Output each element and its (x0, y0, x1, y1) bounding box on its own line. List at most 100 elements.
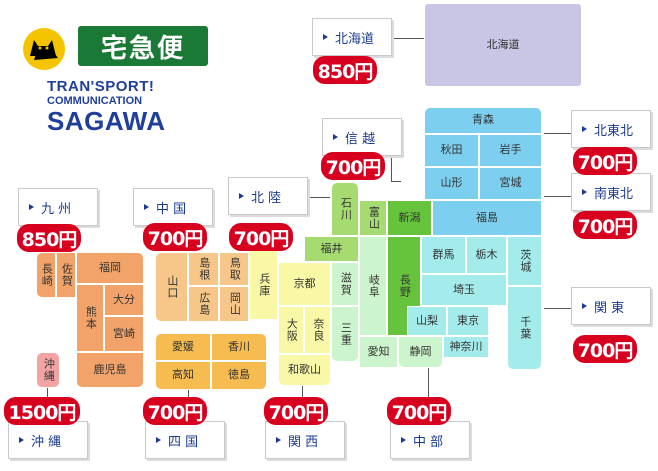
pref-nara[interactable]: 奈良 (304, 306, 331, 354)
region-label: 関 西 (288, 434, 319, 450)
region-label: 信 越 (345, 131, 376, 147)
arrow-right-icon (19, 437, 24, 443)
pref-kanagawa[interactable]: 神奈川 (443, 336, 489, 358)
region-okinawa[interactable]: 沖 縄 (8, 421, 88, 459)
pref-hokkaido[interactable]: 北海道 (424, 3, 582, 87)
arrow-right-icon (144, 204, 149, 210)
connector-line (544, 196, 572, 197)
connector-line (188, 390, 189, 400)
region-shinetsu[interactable]: 信 越 (322, 118, 402, 156)
pref-oita[interactable]: 大分 (104, 284, 144, 316)
pref-aichi[interactable]: 愛知 (359, 336, 398, 368)
region-chubu[interactable]: 中 部 (390, 421, 470, 459)
region-label: 北東北 (594, 123, 634, 139)
takkyubin-logo: 宅急便 (78, 26, 208, 66)
region-label: 中 部 (413, 434, 444, 450)
pref-aomori[interactable]: 青森 (424, 107, 542, 134)
pref-tochigi[interactable]: 栃木 (466, 236, 507, 274)
pref-niigata[interactable]: 新潟 (387, 200, 432, 236)
pref-hiroshima[interactable]: 広島 (188, 286, 219, 322)
price-hokuriku: 700円 (229, 223, 293, 251)
pref-osaka[interactable]: 大阪 (278, 306, 304, 354)
connector-line (391, 145, 392, 181)
price-kitatohoku: 700円 (573, 147, 637, 175)
pref-gifu[interactable]: 岐阜 (359, 236, 387, 336)
pref-wakayama[interactable]: 和歌山 (278, 354, 331, 386)
pref-shimane[interactable]: 島根 (188, 252, 219, 286)
pref-kochi[interactable]: 高知 (155, 361, 211, 390)
pref-fukui[interactable]: 福井 (304, 236, 359, 262)
price-chugoku: 700円 (143, 223, 207, 251)
region-label: 沖 縄 (31, 434, 62, 450)
pref-tokyo[interactable]: 東京 (447, 306, 489, 336)
pref-kagawa[interactable]: 香川 (211, 333, 267, 361)
region-shikoku[interactable]: 四 国 (145, 421, 225, 459)
region-label: 北 陸 (251, 190, 282, 206)
pref-saga[interactable]: 佐賀 (56, 252, 76, 298)
arrow-right-icon (276, 437, 281, 443)
pref-toyama[interactable]: 富山 (359, 200, 387, 236)
pref-miyazaki[interactable]: 宮崎 (104, 316, 144, 352)
logo-line2: COMMUNICATION (47, 95, 143, 107)
region-kitatohoku[interactable]: 北東北 (571, 110, 651, 148)
region-kyushu[interactable]: 九 州 (18, 188, 98, 226)
price-minamitohoku: 700円 (573, 211, 637, 239)
price-kansai: 700円 (264, 397, 328, 425)
arrow-right-icon (156, 437, 161, 443)
connector-line (391, 181, 401, 182)
region-label: 九 州 (41, 201, 72, 217)
arrow-right-icon (401, 437, 406, 443)
pref-tokushima[interactable]: 徳島 (211, 361, 267, 390)
pref-kyoto[interactable]: 京都 (278, 262, 331, 306)
region-label: 南東北 (594, 186, 634, 202)
pref-shiga[interactable]: 滋賀 (331, 262, 359, 306)
price-shinetsu: 700円 (321, 152, 385, 180)
pref-tottori[interactable]: 鳥取 (219, 252, 249, 286)
region-hokuriku[interactable]: 北 陸 (228, 177, 308, 215)
pref-ibaraki[interactable]: 茨城 (507, 236, 542, 286)
pref-shizuoka[interactable]: 静岡 (398, 336, 443, 368)
price-chubu: 700円 (387, 397, 451, 425)
logo-line3: SAGAWA (47, 106, 166, 136)
pref-yamagata[interactable]: 山形 (424, 167, 479, 200)
connector-line (47, 388, 48, 398)
logo-line1: TRAN'SPORT! (47, 78, 155, 95)
pref-yamanashi[interactable]: 山梨 (407, 306, 447, 336)
price-hokkaido: 850円 (313, 56, 377, 84)
pref-kagoshima[interactable]: 鹿児島 (76, 352, 144, 388)
pref-nagasaki[interactable]: 長崎 (36, 252, 56, 298)
pref-okayama[interactable]: 岡山 (219, 286, 249, 322)
pref-kumamoto[interactable]: 熊本 (76, 284, 104, 352)
arrow-right-icon (582, 189, 587, 195)
pref-miyagi[interactable]: 宮城 (479, 167, 542, 200)
pref-gunma[interactable]: 群馬 (421, 236, 466, 274)
pref-yamaguchi[interactable]: 山口 (155, 252, 188, 322)
region-kanto[interactable]: 関 東 (571, 287, 651, 325)
arrow-right-icon (323, 34, 328, 40)
price-kyushu: 850円 (17, 224, 81, 252)
pref-chiba[interactable]: 千葉 (507, 286, 542, 370)
region-hokkaido[interactable]: 北海道 (312, 18, 392, 56)
pref-ehime[interactable]: 愛媛 (155, 333, 211, 361)
pref-okinawa[interactable]: 沖縄 (36, 352, 60, 388)
region-label: 中 国 (156, 201, 187, 217)
pref-fukushima[interactable]: 福島 (432, 200, 542, 236)
arrow-right-icon (582, 126, 587, 132)
pref-hyogo[interactable]: 兵庫 (249, 250, 278, 320)
connector-line (394, 38, 426, 39)
pref-fukuoka[interactable]: 福岡 (76, 252, 144, 284)
pref-mie[interactable]: 三重 (331, 306, 359, 362)
pref-saitama[interactable]: 埼玉 (421, 274, 507, 306)
pref-akita[interactable]: 秋田 (424, 134, 479, 167)
region-minamitohoku[interactable]: 南東北 (571, 173, 651, 211)
price-shikoku: 700円 (143, 397, 207, 425)
pref-iwate[interactable]: 岩手 (479, 134, 542, 167)
region-chugoku[interactable]: 中 国 (133, 188, 213, 226)
connector-line (428, 365, 429, 400)
arrow-right-icon (582, 303, 587, 309)
region-kansai[interactable]: 関 西 (265, 421, 345, 459)
pref-ishikawa[interactable]: 石川 (331, 182, 359, 236)
region-label: 北海道 (335, 31, 375, 47)
arrow-right-icon (239, 193, 244, 199)
connector-line (290, 197, 330, 198)
